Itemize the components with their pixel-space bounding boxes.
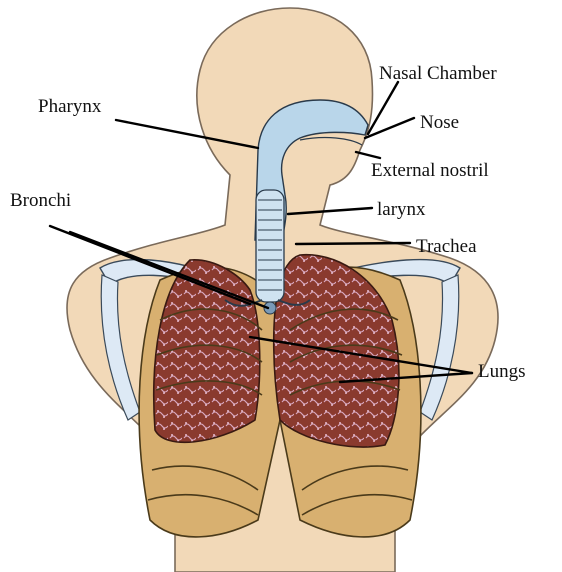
label-trachea: Trachea (416, 236, 477, 257)
leader-external-nostril (356, 152, 380, 158)
label-external-nostril: External nostril (371, 160, 489, 181)
label-larynx: larynx (377, 199, 426, 220)
label-bronchi: Bronchi (10, 190, 71, 211)
label-pharynx: Pharynx (38, 96, 102, 117)
label-nose: Nose (420, 112, 459, 133)
leader-trachea (296, 243, 410, 244)
label-nasal-chamber: Nasal Chamber (379, 63, 497, 84)
label-lungs: Lungs (478, 361, 526, 382)
